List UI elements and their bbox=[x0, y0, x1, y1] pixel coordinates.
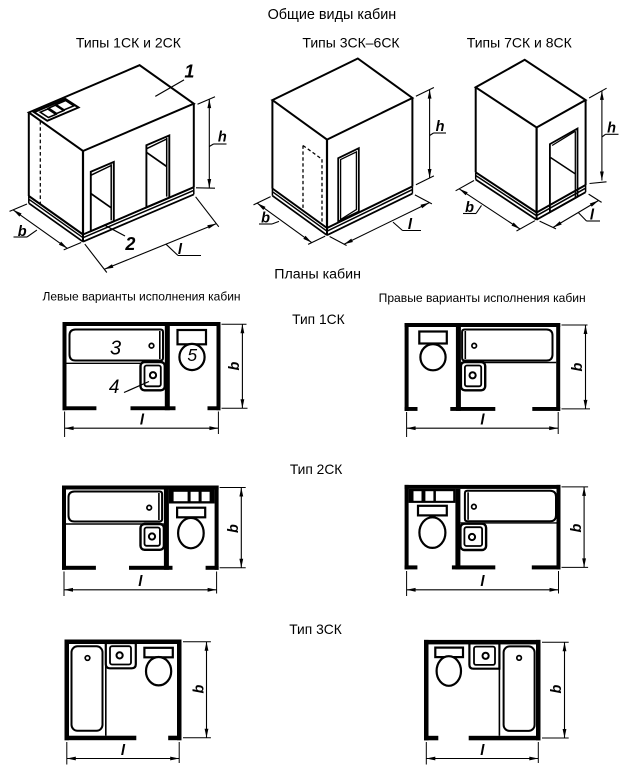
svg-text:b: b bbox=[465, 200, 474, 216]
svg-text:b: b bbox=[192, 684, 208, 693]
svg-text:l: l bbox=[138, 573, 143, 590]
svg-text:h: h bbox=[218, 130, 227, 146]
svg-text:l: l bbox=[140, 412, 145, 429]
svg-text:1: 1 bbox=[184, 62, 194, 82]
svg-text:l: l bbox=[408, 216, 413, 233]
svg-text:h: h bbox=[607, 120, 616, 136]
svg-text:Типы 3СК–6СК: Типы 3СК–6СК bbox=[302, 35, 400, 51]
svg-text:5: 5 bbox=[187, 345, 197, 365]
svg-text:Тип 2СК: Тип 2СК bbox=[290, 462, 343, 477]
svg-text:b: b bbox=[227, 361, 243, 370]
svg-text:b: b bbox=[226, 524, 242, 533]
svg-text:Типы 1СК и 2СК: Типы 1СК и 2СК bbox=[76, 35, 182, 51]
svg-text:Правые варианты исполнения каб: Правые варианты исполнения кабин bbox=[379, 291, 586, 305]
svg-text:3: 3 bbox=[110, 338, 121, 360]
svg-text:l: l bbox=[178, 241, 183, 258]
svg-text:b: b bbox=[549, 684, 565, 693]
svg-text:2: 2 bbox=[124, 234, 135, 254]
svg-text:l: l bbox=[480, 742, 485, 759]
svg-text:4: 4 bbox=[109, 377, 120, 398]
svg-text:Левые варианты исполнения каби: Левые варианты исполнения кабин bbox=[42, 290, 240, 304]
svg-text:Планы кабин: Планы кабин bbox=[274, 267, 361, 283]
svg-text:l: l bbox=[480, 573, 485, 590]
svg-text:h: h bbox=[436, 119, 445, 135]
svg-text:Тип 1СК: Тип 1СК bbox=[292, 312, 345, 327]
svg-text:b: b bbox=[261, 211, 270, 227]
svg-text:b: b bbox=[569, 523, 585, 532]
svg-text:Типы 7СК и 8СК: Типы 7СК и 8СК bbox=[467, 35, 573, 51]
svg-text:Общие виды кабин: Общие виды кабин bbox=[268, 7, 397, 23]
svg-text:b: b bbox=[18, 224, 27, 240]
svg-text:b: b bbox=[570, 362, 586, 371]
svg-text:l: l bbox=[121, 742, 126, 759]
svg-text:l: l bbox=[590, 207, 595, 224]
svg-text:l: l bbox=[480, 412, 485, 429]
svg-text:Тип 3СК: Тип 3СК bbox=[289, 622, 342, 637]
